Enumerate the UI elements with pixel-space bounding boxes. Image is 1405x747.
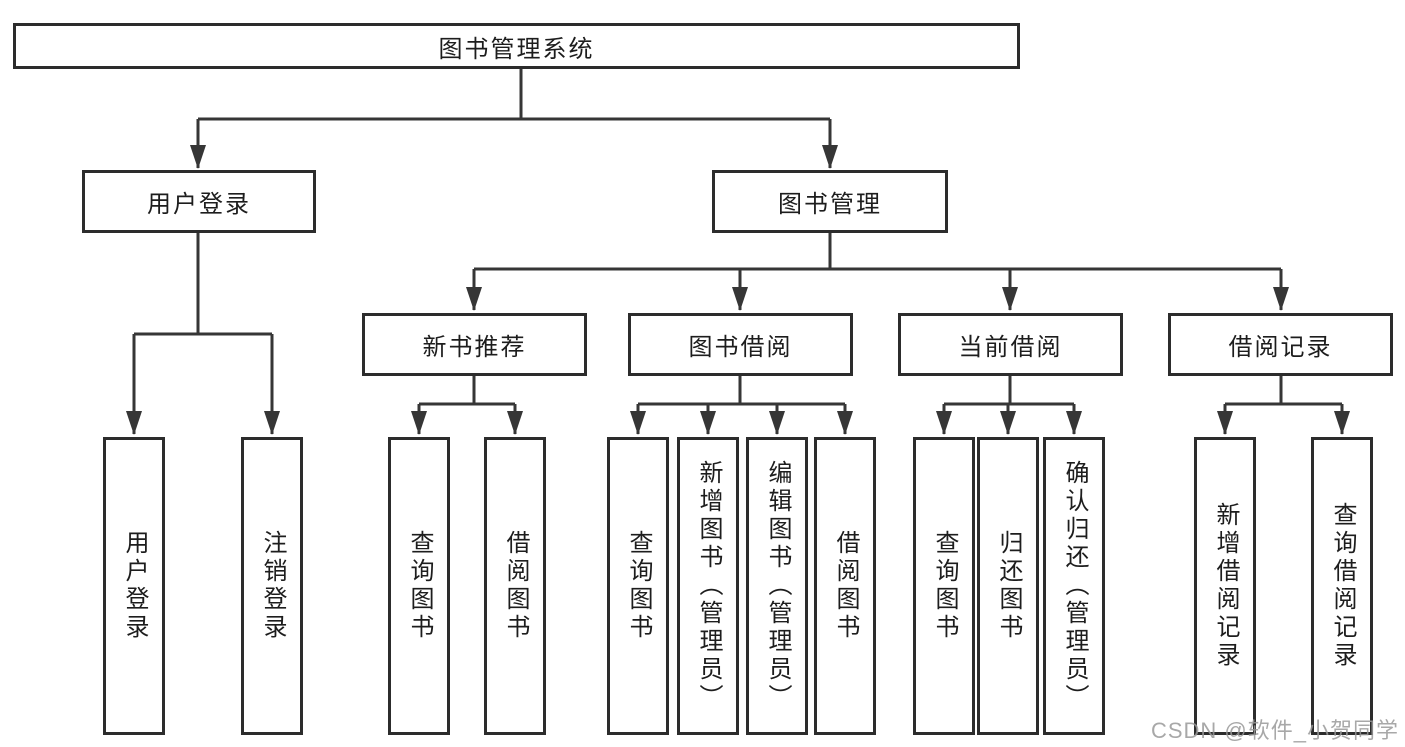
node-label: 图书管理: [778, 191, 882, 218]
csdn-watermark: CSDN @软件_小贺同学: [1150, 718, 1399, 743]
leaf-user-login: 用户登录: [103, 437, 165, 735]
leaf-label: 借阅图书: [502, 530, 529, 642]
node-label: 当前借阅: [958, 334, 1063, 361]
leaf-label: 借阅图书: [832, 530, 859, 642]
leaf-label: 确认归还（管理员）: [1061, 460, 1088, 712]
node-user-login: 用户登录: [82, 170, 316, 233]
leaf-query-books-borrow: 查询图书: [607, 437, 669, 735]
leaf-borrow-books: 借阅图书: [814, 437, 876, 735]
node-label: 用户登录: [147, 191, 251, 218]
node-book-borrow: 图书借阅: [628, 313, 853, 376]
node-label: 图书借阅: [688, 334, 793, 361]
leaf-query-books-recommend: 查询图书: [388, 437, 450, 735]
leaf-label: 新增借阅记录: [1212, 502, 1239, 670]
node-borrow-records: 借阅记录: [1168, 313, 1393, 376]
leaf-label: 查询图书: [406, 530, 433, 642]
leaf-edit-book-admin: 编辑图书（管理员）: [746, 437, 808, 735]
node-book-management: 图书管理: [712, 170, 948, 233]
leaf-return-book: 归还图书: [977, 437, 1039, 735]
leaf-label: 注销登录: [259, 530, 286, 642]
leaf-label: 查询图书: [931, 530, 958, 642]
leaf-label: 归还图书: [995, 530, 1022, 642]
leaf-borrow-books-recommend: 借阅图书: [484, 437, 546, 735]
node-label: 新书推荐: [422, 334, 527, 361]
node-label: 图书管理系统: [438, 35, 595, 63]
leaf-label: 查询借阅记录: [1329, 502, 1356, 670]
leaf-add-borrow-record: 新增借阅记录: [1194, 437, 1256, 735]
leaf-label: 新增图书（管理员）: [695, 460, 722, 712]
node-library-management-system: 图书管理系统: [13, 23, 1020, 69]
leaf-label: 查询图书: [625, 530, 652, 642]
leaf-add-book-admin: 新增图书（管理员）: [677, 437, 739, 735]
node-current-borrow: 当前借阅: [898, 313, 1123, 376]
leaf-query-books-current: 查询图书: [913, 437, 975, 735]
node-new-book-recommend: 新书推荐: [362, 313, 587, 376]
leaf-query-borrow-record: 查询借阅记录: [1311, 437, 1373, 735]
leaf-logout: 注销登录: [241, 437, 303, 735]
leaf-label: 编辑图书（管理员）: [764, 460, 791, 712]
leaf-label: 用户登录: [121, 530, 148, 642]
leaf-confirm-return-admin: 确认归还（管理员）: [1043, 437, 1105, 735]
node-label: 借阅记录: [1228, 334, 1333, 361]
